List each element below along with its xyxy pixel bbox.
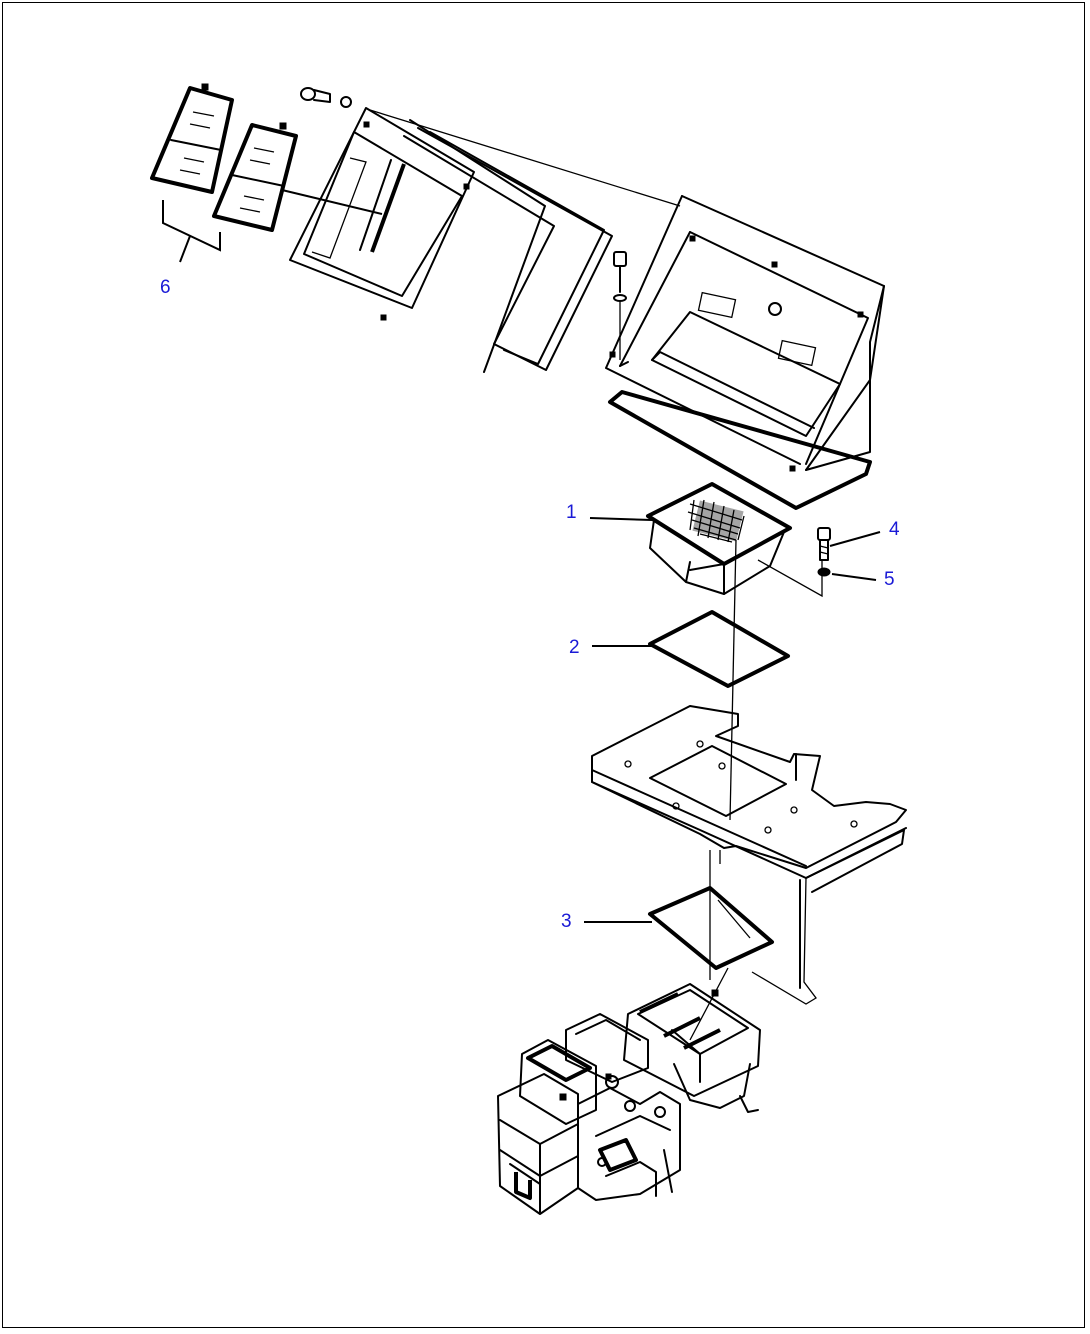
housing-bolt [614, 252, 626, 360]
callout-6: 6 [160, 277, 171, 298]
cover-bolt [301, 88, 351, 107]
duct-housing [606, 196, 884, 508]
callout-2: 2 [569, 637, 580, 658]
part-1-filter-box [590, 484, 790, 594]
cover-gasket-frame [404, 120, 612, 372]
part-3-gasket [584, 888, 772, 968]
mesh-pattern [688, 500, 744, 542]
part-4-bolt [818, 528, 880, 560]
heater-blower-unit [498, 984, 760, 1214]
mounting-bracket-plate [592, 706, 906, 1004]
part-6-bracket [163, 200, 220, 262]
filter-element-left [152, 84, 232, 192]
part-2-gasket [592, 612, 788, 686]
callout-5: 5 [884, 569, 895, 590]
callout-3: 3 [561, 911, 572, 932]
part-5-washer [818, 568, 876, 580]
callout-4: 4 [889, 519, 900, 540]
top-cover-plate [282, 108, 474, 320]
callout-1: 1 [566, 502, 577, 523]
filter-element-right [214, 123, 296, 230]
